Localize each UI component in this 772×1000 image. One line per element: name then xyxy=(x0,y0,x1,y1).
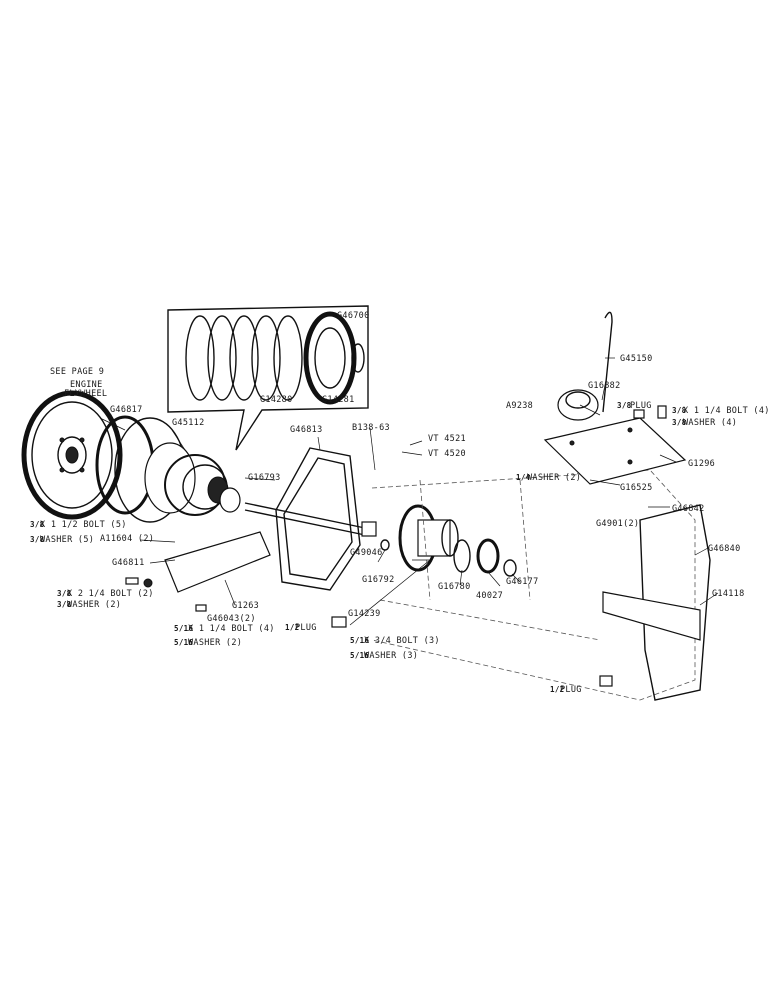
label-engine: ENGINE xyxy=(70,380,103,390)
leader-lines xyxy=(99,357,719,626)
label-g46840: G46840 xyxy=(708,544,741,554)
hardware-parts xyxy=(125,405,667,687)
label-bolt5: X 1 1/2 BOLT (5) xyxy=(40,520,127,530)
label-g45150: G45150 xyxy=(620,354,653,364)
cover-plate xyxy=(543,417,687,485)
label-g1263: G1263 xyxy=(232,601,259,611)
label-g46817: G46817 xyxy=(110,405,143,415)
label-b138-63: B138-63 xyxy=(352,423,390,433)
label-bolt4: X 1 1/4 BOLT (4) xyxy=(683,406,770,416)
label-plug-top-frac: 3/8 xyxy=(617,401,632,410)
label-bolt4b: X 1 1/4 BOLT (4) xyxy=(188,624,275,634)
label-bolt5-frac: 3/8 xyxy=(30,520,45,529)
label-washer4: WASHER (4) xyxy=(683,418,737,428)
label-plug-mid-frac: 1/2 xyxy=(285,623,299,632)
label-g46177: G46177 xyxy=(506,577,539,587)
label-g14239: G14239 xyxy=(348,609,381,619)
housing-gasket xyxy=(275,447,361,591)
label-bolt2a: X 2 1/4 BOLT (2) xyxy=(67,589,154,599)
label-plug-bot-frac: 1/2 xyxy=(550,685,564,694)
lower-cover-plate xyxy=(164,531,271,593)
clutch-plates-inset xyxy=(167,305,369,451)
label-washer2a: WASHER (2) xyxy=(67,600,121,610)
label-a11604: A11604 (2) xyxy=(100,534,154,544)
seal-and-bearing xyxy=(453,538,517,577)
label-washer2b: WASHER (2) xyxy=(188,638,242,648)
label-plug-bot: PLUG xyxy=(560,685,582,695)
label-washer3-frac: 5/16 xyxy=(350,651,369,660)
label-40027: 40027 xyxy=(476,591,503,601)
label-g46043: G46043(2) xyxy=(207,614,256,624)
label-a9238: A9238 xyxy=(506,401,533,411)
label-flywheel: FLYWHEEL xyxy=(64,389,107,399)
part-labels: SEE PAGE 9 ENGINE FLYWHEEL G46817 G45112… xyxy=(30,311,770,695)
label-bolt4-frac: 3/8 xyxy=(672,406,687,415)
pump-body xyxy=(380,504,459,572)
label-g16792: G16792 xyxy=(362,575,395,585)
label-plug-mid: PLUG xyxy=(295,623,317,633)
label-g1296: G1296 xyxy=(688,459,715,469)
label-bolt3: X 3/4 BOLT (3) xyxy=(364,636,440,646)
label-g4901: G4901(2) xyxy=(596,519,639,529)
label-g46700: G46700 xyxy=(337,311,370,321)
label-g16780: G16780 xyxy=(438,582,471,592)
label-bolt4b-frac: 5/16 xyxy=(174,624,193,633)
label-washer2b-frac: 5/16 xyxy=(174,638,193,647)
label-g16793: G16793 xyxy=(248,473,281,483)
label-washer2a-frac: 3/8 xyxy=(57,600,72,609)
dipstick xyxy=(602,311,613,413)
label-g49046: G49046 xyxy=(350,548,383,558)
label-g16525: G16525 xyxy=(620,483,653,493)
input-shaft xyxy=(244,502,377,537)
transmission-housing xyxy=(371,469,711,701)
engine-flywheel xyxy=(21,390,123,520)
breather-cap xyxy=(557,389,599,421)
torque-converter xyxy=(95,415,241,523)
label-g14281: G14281 xyxy=(322,395,355,405)
label-g14280: G14280 xyxy=(260,395,293,405)
label-g46813: G46813 xyxy=(290,425,323,435)
label-washer5: WASHER (5) xyxy=(40,535,94,545)
label-bolt3-frac: 5/16 xyxy=(350,636,369,645)
label-plug-top: PLUG xyxy=(630,401,652,411)
label-g46811: G46811 xyxy=(112,558,145,568)
label-vt4521: VT 4521 xyxy=(428,434,466,444)
label-bolt2a-frac: 3/8 xyxy=(57,589,72,598)
label-washer2: WASHER (2) xyxy=(527,473,581,483)
label-washer3: WASHER (3) xyxy=(364,651,418,661)
label-vt4520: VT 4520 xyxy=(428,449,466,459)
label-washer2-frac: 1/4 xyxy=(516,473,531,482)
label-g45112: G45112 xyxy=(172,418,205,428)
label-see-page: SEE PAGE 9 xyxy=(50,367,104,377)
label-g14118: G14118 xyxy=(712,589,745,599)
label-washer4-frac: 3/8 xyxy=(672,418,687,427)
label-g46842: G46842 xyxy=(672,504,705,514)
label-washer5-frac: 3/8 xyxy=(30,535,45,544)
label-g16882: G16882 xyxy=(588,381,621,391)
